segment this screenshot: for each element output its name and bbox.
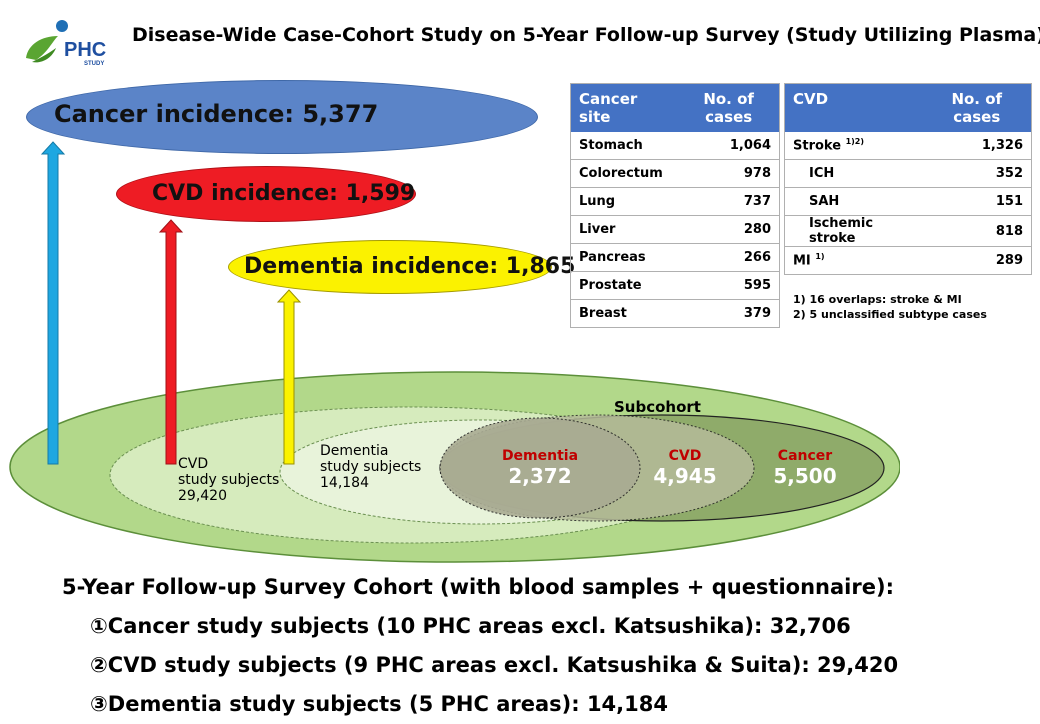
summary-item-dementia: ③Dementia study subjects (5 PHC areas): … bbox=[90, 692, 668, 716]
cvd-arrow bbox=[158, 219, 184, 465]
dementia-arrow bbox=[276, 289, 302, 465]
cancer-incidence-label: Cancer incidence: 5,377 bbox=[54, 100, 379, 128]
dementia-subjects-label: Dementia study subjects 14,184 bbox=[320, 443, 422, 491]
cohort-summary: 5-Year Follow-up Survey Cohort (with blo… bbox=[62, 568, 898, 724]
page-title: Disease-Wide Case-Cohort Study on 5-Year… bbox=[132, 24, 1040, 46]
cvd-subjects-label: CVD study subjects 29,420 bbox=[178, 456, 280, 504]
logo-subtext: STUDY bbox=[84, 61, 104, 67]
cancer-arrow bbox=[40, 141, 66, 465]
subcohort-dementia-ellipse bbox=[439, 417, 641, 519]
summary-heading: 5-Year Follow-up Survey Cohort (with blo… bbox=[62, 575, 894, 599]
subcohort-cvd-label: CVD 4,945 bbox=[653, 448, 717, 488]
logo-text: PHC bbox=[64, 39, 106, 61]
table-row: Stroke 1)2)1,326 bbox=[784, 132, 1032, 160]
cvd-table-notes: 1) 16 overlaps: stroke & MI 2) 5 unclass… bbox=[793, 292, 987, 322]
cvd-incidence-ellipse bbox=[116, 166, 416, 222]
summary-item-cvd: ②CVD study subjects (9 PHC areas excl. K… bbox=[90, 653, 899, 677]
cancer-cases-header: No. of cases bbox=[678, 83, 780, 132]
note-2: 2) 5 unclassified subtype cases bbox=[793, 308, 987, 321]
subcohort-cancer-label: Cancer 5,500 bbox=[773, 448, 837, 488]
cvd-cases-header: No. of cases bbox=[922, 83, 1032, 132]
cvd-incidence-label: CVD incidence: 1,599 bbox=[152, 181, 416, 206]
phc-logo: PHC STUDY bbox=[18, 18, 118, 68]
note-1: 1) 16 overlaps: stroke & MI bbox=[793, 293, 962, 306]
cancer-incidence-ellipse bbox=[26, 80, 538, 154]
dementia-incidence-label: Dementia incidence: 1,865 bbox=[244, 254, 576, 279]
subcohort-label: Subcohort bbox=[614, 398, 701, 416]
dementia-incidence-ellipse bbox=[228, 240, 552, 294]
cancer-site-header: Cancer site bbox=[570, 83, 679, 132]
cohort-diagram bbox=[9, 371, 900, 563]
cvd-header: CVD bbox=[784, 83, 923, 132]
table-row: MI 1)289 bbox=[784, 246, 1032, 275]
summary-item-cancer: ①Cancer study subjects (10 PHC areas exc… bbox=[90, 614, 851, 638]
subcohort-dementia-label: Dementia 2,372 bbox=[501, 448, 579, 488]
